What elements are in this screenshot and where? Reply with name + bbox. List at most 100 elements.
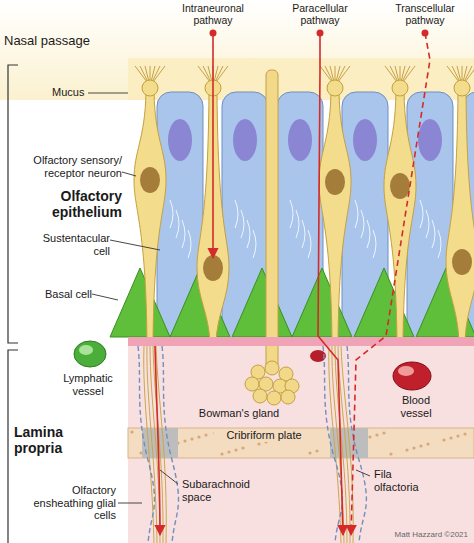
bowmans-gland [253, 389, 267, 403]
cribriform-plate [220, 452, 223, 455]
axon-bundle [156, 346, 166, 543]
bowmans-gland [265, 361, 279, 375]
sustentacular-cell [247, 220, 250, 248]
part-label: Olfactory sensory/ receptor neuron [22, 154, 122, 179]
pathway-arrow [317, 30, 324, 37]
cribriform-plate [419, 444, 422, 447]
sustentacular-cell [182, 220, 185, 248]
cribriform-plate [190, 437, 193, 440]
olfactory-neuron [203, 255, 223, 281]
olfactory-neuron [140, 167, 160, 193]
olfactory-neuron [392, 80, 408, 96]
part-label: Subarachnoid space [180, 478, 258, 503]
pathway-arrow [351, 33, 430, 535]
part-label: Fila olfactoria [372, 468, 436, 493]
olfactory-neuron [384, 92, 416, 343]
pathway-label: Intraneuronal pathway [180, 2, 246, 26]
sustentacular-cell [418, 119, 442, 161]
leader-line [356, 470, 370, 476]
sustentacular-cell [302, 220, 305, 248]
vessel [393, 362, 431, 390]
credit-label: Matt Hazzard ©2021 [382, 530, 468, 539]
olfactory-neuron [452, 249, 472, 275]
sustentacular-cell [176, 210, 179, 238]
part-label: Mucus [52, 86, 88, 99]
pathway-arrow [210, 30, 217, 37]
leader-line [122, 172, 136, 176]
cribriform-plate [257, 442, 260, 445]
sustentacular-cell [353, 119, 377, 161]
vessel [79, 345, 93, 355]
pathway-label: Paracellular pathway [287, 2, 353, 26]
cribriform-plate [442, 438, 445, 441]
axon-bundle [138, 346, 155, 543]
cribriform-plate [463, 432, 466, 435]
sustentacular-cell [308, 230, 311, 258]
basement-membrane [128, 337, 474, 346]
sustentacular-cell [157, 92, 474, 342]
olfactory-neuron [327, 80, 343, 96]
section-bracket [8, 65, 18, 543]
cribriform-plate [128, 428, 474, 458]
bowmans-gland [281, 390, 295, 404]
olfactory-neuron [134, 92, 166, 343]
part-label: Lymphatic vessel [52, 372, 124, 397]
axon-bundle [150, 346, 160, 543]
leader-line [118, 503, 142, 504]
olfactory-neuron [319, 92, 351, 343]
olfactory-neuron [446, 92, 474, 343]
cribriform-plate [128, 428, 474, 458]
vessel [398, 366, 414, 376]
cribriform-plate [227, 450, 230, 453]
olfactory-neuron [325, 169, 345, 195]
sustentacular-cell [233, 119, 257, 161]
part-label: Blood vessel [394, 394, 438, 419]
sustentacular-cell [168, 119, 192, 161]
sustentacular-cell [432, 220, 435, 248]
pathway-arrow [155, 346, 160, 535]
pathway-arrow [422, 30, 429, 37]
bowmans-gland [245, 377, 259, 391]
cribriform-plate [389, 452, 392, 455]
cribriform-plate [234, 448, 237, 451]
sustentacular-cell [438, 230, 441, 258]
sustentacular-cell [296, 210, 299, 238]
cribriform-plate [382, 431, 385, 434]
leader-line [92, 294, 118, 300]
leader-line [160, 470, 178, 484]
axon-bundle [347, 346, 366, 543]
cribriform-plate [368, 435, 371, 438]
sustentacular-cell [241, 210, 244, 238]
part-label: Sustentacular cell [40, 232, 110, 257]
pathway-arrow [212, 33, 214, 258]
olfactory-neuron [454, 80, 470, 96]
ground [0, 0, 474, 100]
region-label: Nasal passage [4, 34, 114, 49]
cribriform-plate [241, 446, 244, 449]
sustentacular-cell [253, 230, 256, 258]
part-label: Olfactory ensheathing glial cells [10, 484, 116, 522]
cribriform-plate [426, 442, 429, 445]
cribriform-plate [204, 433, 207, 436]
sustentacular-cell [235, 200, 238, 228]
cribriform-plate [412, 446, 415, 449]
cribriform-plate [183, 439, 186, 442]
basement-membrane [128, 337, 474, 346]
sustentacular-cell [288, 119, 312, 161]
section-bracket [8, 65, 18, 343]
ground [0, 345, 474, 543]
bowmans-gland [266, 70, 278, 370]
cribriform-plate [197, 435, 200, 438]
leader-line [88, 93, 128, 94]
bowmans-gland [245, 70, 299, 405]
part-label: Bowman's gland [192, 407, 286, 420]
basal-cell [232, 268, 292, 337]
sustentacular-cell [420, 200, 423, 228]
ground [128, 345, 474, 543]
olfactory-neuron [142, 80, 158, 96]
pathway-label: Transcellular pathway [392, 2, 458, 26]
sustentacular-cell [426, 210, 429, 238]
